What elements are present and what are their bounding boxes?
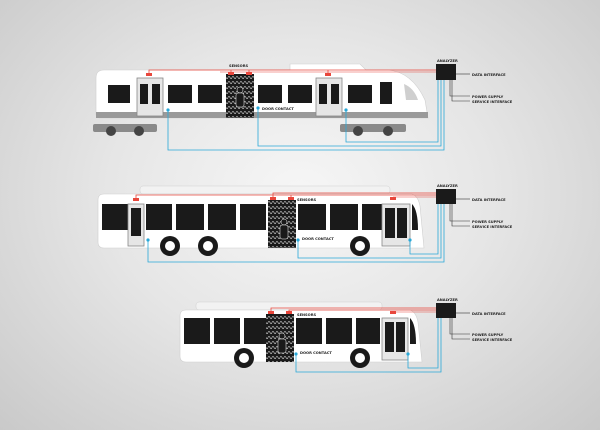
bus-windshield	[410, 318, 416, 344]
door-contact-point	[294, 352, 298, 356]
analyzer-box	[436, 64, 456, 80]
train-window	[288, 85, 312, 103]
sensor-line	[147, 204, 445, 263]
door-contact-label: DOOR CONTACT	[302, 237, 334, 241]
sensor-unit	[270, 197, 276, 200]
door-contact-point	[344, 108, 348, 112]
bus-window	[356, 318, 380, 344]
bus-window	[102, 204, 128, 230]
bus-door-front	[381, 317, 409, 361]
bus-vehicle-long: SENSORS DOOR CONTACT ANALYZER DATA INTER…	[97, 184, 513, 263]
service-interface-label: SERVICE INTERFACE	[472, 338, 513, 342]
bus-window	[208, 204, 236, 230]
sensor-unit	[390, 311, 396, 314]
data-interface-label: DATA INTERFACE	[472, 198, 506, 202]
data-line	[270, 307, 441, 311]
bus-sensor-door	[268, 200, 296, 248]
data-line	[135, 194, 441, 198]
train-door-left	[136, 77, 164, 117]
bus-window	[296, 318, 322, 344]
analyzer-label: ANALYZER	[437, 184, 458, 188]
data-interface-label: DATA INTERFACE	[472, 73, 506, 77]
train-bogie-left	[93, 124, 157, 136]
data-interface-label: DATA INTERFACE	[472, 312, 506, 316]
train-window	[108, 85, 130, 103]
door-contact-point	[296, 238, 300, 242]
train-window	[258, 85, 282, 103]
bus-window	[298, 204, 326, 230]
power-supply-label: POWER SUPPLY	[472, 333, 504, 337]
bus-sensor-door	[266, 314, 294, 362]
bus-window	[146, 204, 172, 230]
train-cab-window	[380, 82, 392, 104]
bus-window	[362, 204, 382, 230]
sensor-unit	[286, 311, 292, 314]
door-contact-point	[146, 238, 150, 242]
sensor-unit	[288, 197, 294, 200]
bus-window	[240, 204, 266, 230]
door-contact-point	[408, 238, 412, 242]
train-sensor-door	[226, 74, 254, 118]
sensor-unit	[246, 72, 252, 75]
train-window	[198, 85, 222, 103]
sensor-unit	[325, 73, 331, 76]
bus-windshield	[412, 204, 418, 230]
service-interface-label: SERVICE INTERFACE	[472, 100, 513, 104]
analyzer-box	[436, 303, 456, 318]
analyzer-box	[436, 189, 456, 204]
train-vehicle: SENSORS DOOR CONTACT ANALYZER DATA INTER…	[93, 59, 513, 151]
train-windshield	[404, 84, 418, 100]
train-bogie-right	[340, 124, 406, 136]
analyzer-label: ANALYZER	[437, 59, 458, 63]
bus-window	[184, 318, 210, 344]
bus-door-rear	[127, 203, 145, 247]
service-interface-label: SERVICE INTERFACE	[472, 225, 513, 229]
bus-window	[176, 204, 204, 230]
data-line	[148, 69, 441, 74]
train-skirt	[96, 112, 428, 118]
sensor-unit	[228, 72, 234, 75]
train-window	[168, 85, 192, 103]
power-supply-label: POWER SUPPLY	[472, 220, 504, 224]
bus-door-front	[381, 203, 411, 247]
sensors-label: SENSORS	[297, 313, 316, 317]
sensor-line	[167, 80, 445, 151]
power-supply-label: POWER SUPPLY	[472, 95, 504, 99]
door-contact-point	[406, 352, 410, 356]
sensor-line	[295, 318, 442, 373]
sensors-label: SENSORS	[229, 64, 248, 68]
train-window	[348, 85, 372, 103]
bus-window	[244, 318, 266, 344]
sensors-label: SENSORS	[297, 198, 316, 202]
bus-window	[330, 204, 358, 230]
train-door-right	[315, 77, 343, 117]
sensor-unit	[390, 197, 396, 200]
bus-vehicle-short: SENSORS DOOR CONTACT ANALYZER DATA INTER…	[179, 298, 513, 373]
door-contact-label: DOOR CONTACT	[262, 107, 294, 111]
analyzer-label: ANALYZER	[437, 298, 458, 302]
sensor-unit	[133, 198, 139, 201]
bus-window	[214, 318, 240, 344]
bus-window	[326, 318, 352, 344]
sensor-unit	[268, 311, 274, 314]
door-contact-label: DOOR CONTACT	[300, 351, 332, 355]
door-contact-point	[166, 108, 170, 112]
sensor-unit	[146, 73, 152, 76]
door-contact-point	[256, 106, 260, 110]
